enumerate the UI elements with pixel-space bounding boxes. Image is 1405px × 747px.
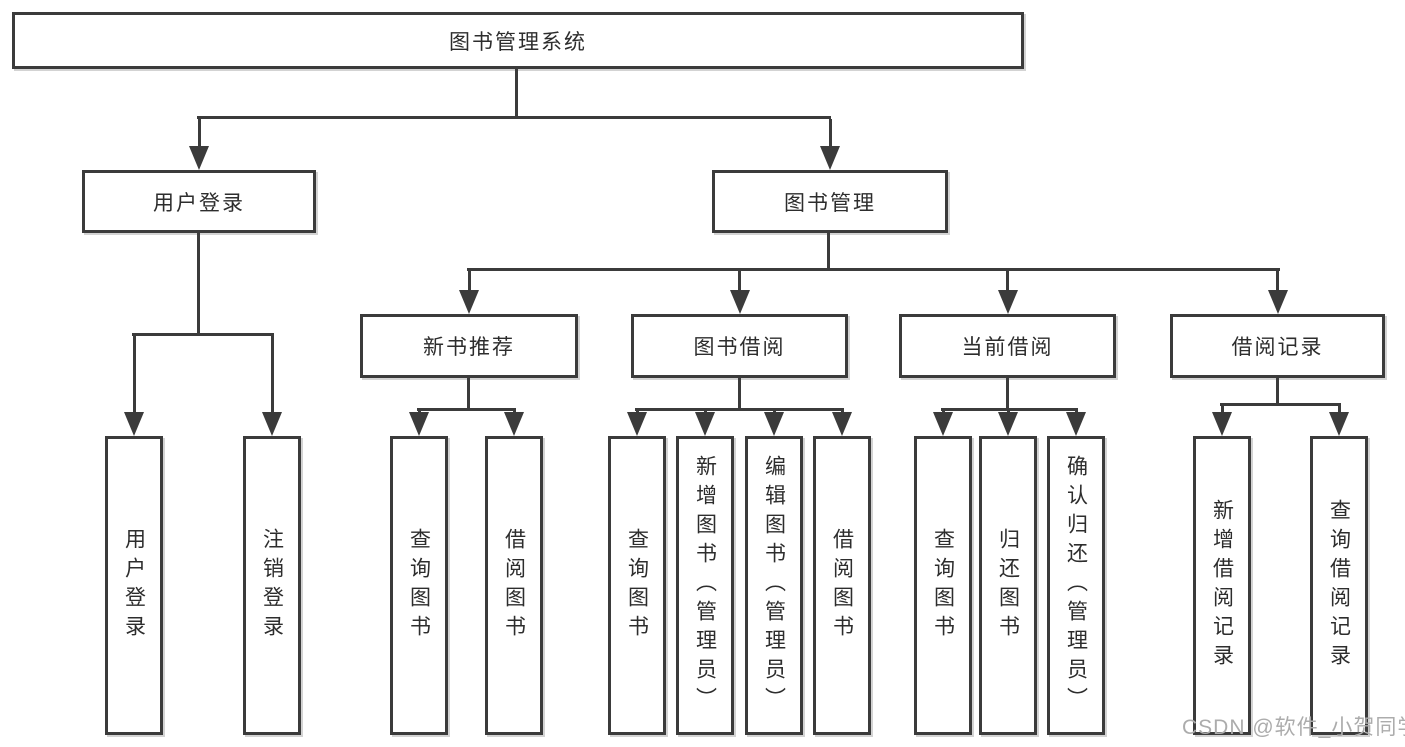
arrow-down-icon [409, 412, 429, 436]
leaf-user-login: 用户登录 [105, 436, 163, 735]
connector-line [467, 378, 470, 411]
connector-line [1221, 406, 1224, 414]
connector-line [198, 119, 201, 149]
connector-line [133, 336, 136, 414]
connector-line [738, 271, 741, 293]
connector-line [1338, 406, 1341, 414]
arrow-down-icon [627, 412, 647, 436]
leaf-confirm-return-admin: 确认归还（管理员） [1047, 436, 1105, 735]
node-user-login: 用户登录 [82, 170, 316, 233]
node-label: 查询图书 [625, 527, 649, 644]
arrow-down-icon [1066, 412, 1086, 436]
arrow-down-icon [1268, 290, 1288, 314]
node-label: 查询图书 [931, 527, 955, 644]
connector-line [197, 116, 831, 119]
leaf-query-borrow-record: 查询借阅记录 [1310, 436, 1368, 735]
leaf-add-borrow-record: 新增借阅记录 [1193, 436, 1251, 735]
connector-line [197, 233, 200, 333]
connector-line [829, 119, 832, 149]
node-label: 当前借阅 [961, 336, 1054, 359]
leaf-add-books-admin: 新增图书（管理员） [676, 436, 734, 735]
node-label: 新增图书（管理员） [693, 455, 717, 716]
node-label: 编辑图书（管理员） [762, 455, 786, 716]
leaf-borrow-books: 借阅图书 [813, 436, 871, 735]
node-label: 查询图书 [407, 527, 431, 644]
node-current-borrowing: 当前借阅 [899, 314, 1116, 378]
connector-line [1276, 378, 1279, 406]
node-label: 新书推荐 [423, 336, 515, 359]
arrow-down-icon [820, 146, 840, 170]
arrow-down-icon [262, 412, 282, 436]
node-label: 图书管理系统 [449, 30, 587, 54]
node-new-book-recommend: 新书推荐 [360, 314, 578, 378]
node-book-borrowing: 图书借阅 [631, 314, 848, 378]
connector-line [515, 69, 518, 118]
arrow-down-icon [998, 290, 1018, 314]
connector-line [827, 233, 830, 271]
node-label: 查询借阅记录 [1327, 498, 1351, 673]
node-label: 注销登录 [260, 527, 284, 644]
node-label: 用户登录 [122, 527, 146, 644]
node-book-management: 图书管理 [712, 170, 948, 233]
leaf-query-books: 查询图书 [390, 436, 448, 735]
node-label: 图书管理 [784, 191, 876, 215]
arrow-down-icon [832, 412, 852, 436]
node-label: 借阅记录 [1231, 336, 1324, 359]
leaf-return-books: 归还图书 [979, 436, 1037, 735]
leaf-borrow-books: 借阅图书 [485, 436, 543, 735]
arrow-down-icon [189, 146, 209, 170]
leaf-edit-books-admin: 编辑图书（管理员） [745, 436, 803, 735]
arrow-down-icon [1212, 412, 1232, 436]
node-label: 借阅图书 [502, 527, 526, 644]
node-label: 归还图书 [996, 527, 1020, 644]
node-label: 用户登录 [153, 191, 245, 215]
node-library-system: 图书管理系统 [12, 12, 1024, 69]
connector-line [941, 408, 1078, 411]
arrow-down-icon [459, 290, 479, 314]
connector-line [1276, 271, 1279, 293]
leaf-query-books: 查询图书 [914, 436, 972, 735]
node-label: 借阅图书 [830, 527, 854, 644]
node-label: 确认归还（管理员） [1064, 455, 1088, 716]
connector-line [468, 271, 471, 293]
arrow-down-icon [933, 412, 953, 436]
leaf-query-books: 查询图书 [608, 436, 666, 735]
connector-line [417, 408, 516, 411]
node-label: 图书借阅 [693, 336, 786, 359]
node-borrowing-records: 借阅记录 [1170, 314, 1385, 378]
arrow-down-icon [1329, 412, 1349, 436]
arrow-down-icon [124, 412, 144, 436]
arrow-down-icon [764, 412, 784, 436]
connector-line [738, 378, 741, 411]
connector-line [271, 336, 274, 414]
arrow-down-icon [504, 412, 524, 436]
arrow-down-icon [730, 290, 750, 314]
arrow-down-icon [695, 412, 715, 436]
csdn-watermark: CSDN @软件_小贺同学 [1182, 716, 1405, 739]
connector-line [132, 333, 274, 336]
node-label: 新增借阅记录 [1210, 498, 1234, 673]
connector-line [635, 408, 844, 411]
leaf-logout: 注销登录 [243, 436, 301, 735]
connector-line [1220, 403, 1341, 406]
arrow-down-icon [998, 412, 1018, 436]
connector-line [1006, 378, 1009, 411]
connector-line [467, 268, 1280, 271]
connector-line [1006, 271, 1009, 293]
